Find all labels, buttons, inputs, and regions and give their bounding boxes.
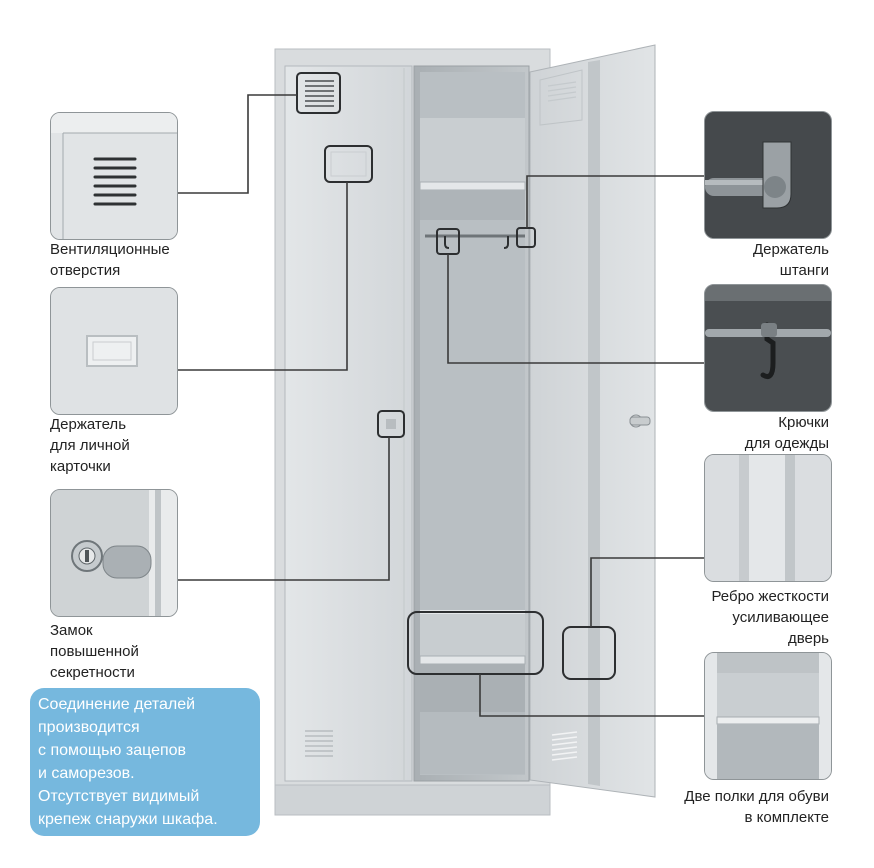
frame-vent — [296, 72, 341, 114]
thumb-shoe-shelves — [704, 652, 832, 780]
info-box: Соединение деталей производится с помощь… — [30, 688, 260, 836]
vent-bottom-left — [305, 730, 333, 757]
vent-detail-icon — [51, 113, 177, 239]
label-ventilation: Вентиляционные отверстия — [50, 241, 170, 279]
frame-lock — [377, 410, 405, 438]
thumb-stiffener — [704, 454, 832, 582]
frame-shoe-shelves — [407, 611, 544, 675]
label-stiffener: Ребро жесткости усиливающее дверь — [711, 588, 829, 647]
cabinet-base — [274, 784, 551, 816]
stiffener-detail-icon — [705, 455, 831, 581]
label-rod-holder: Держатель штанги — [752, 241, 829, 279]
stiffener-rib — [588, 60, 600, 786]
thumb-card-holder — [50, 287, 178, 415]
thumb-lock — [50, 489, 178, 617]
thumb-hooks — [704, 284, 832, 412]
card-holder-detail-icon — [51, 288, 177, 414]
thumb-ventilation — [50, 112, 178, 240]
label-lock: Замок повышенной секретности — [50, 622, 139, 681]
hook-detail-icon — [705, 285, 831, 411]
lock-detail-icon — [51, 490, 177, 616]
frame-card-holder — [324, 145, 373, 183]
thumb-rod-holder — [704, 111, 832, 239]
vent-top-door — [547, 81, 577, 102]
vent-bottom-door — [551, 731, 578, 761]
leader-lines — [176, 94, 704, 717]
label-card-holder: Держатель для личной карточки — [50, 416, 130, 475]
vent-top-left — [305, 80, 334, 107]
shoe-shelf-2 — [419, 655, 526, 665]
label-shoe-shelves: Две полки для обуви в комплекте — [684, 788, 829, 826]
label-hooks: Крючки для одежды — [744, 414, 829, 452]
top-shelf — [420, 118, 525, 186]
frame-stiffener — [562, 626, 616, 680]
frame-rod-holder — [516, 227, 536, 248]
shoe-shelf-detail-icon — [705, 653, 831, 779]
rod-holder-detail-icon — [705, 112, 831, 238]
